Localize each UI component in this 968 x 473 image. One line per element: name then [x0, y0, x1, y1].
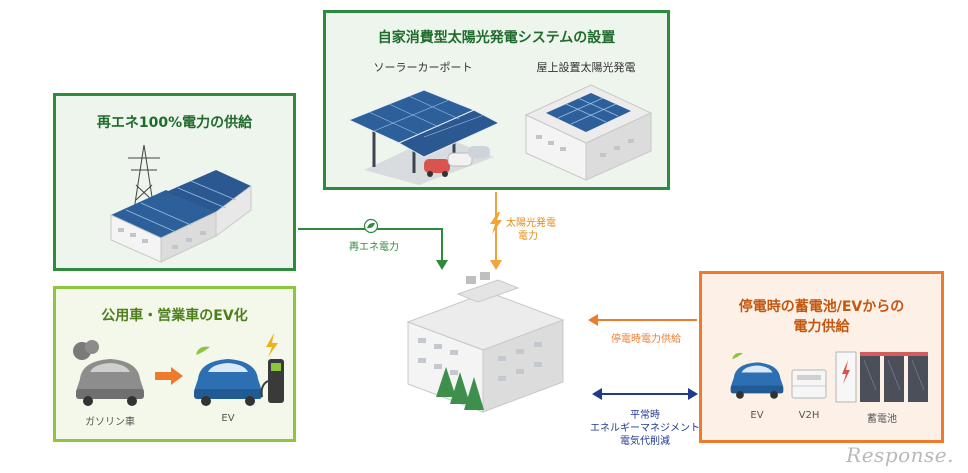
solar-system-box: 自家消費型太陽光発電システムの設置 ソーラーカーポート 屋上設置太陽光発電: [323, 10, 670, 190]
renewable-supply-title: 再エネ100%電力の供給: [96, 115, 253, 131]
ev-fleet-title: 公用車・営業車のEV化: [101, 308, 248, 324]
ev-charger-icon: [260, 333, 284, 403]
gasoline-car-icon: [73, 340, 144, 406]
storage-battery-icon: [835, 351, 928, 403]
normal-time-label: 平常時: [630, 410, 660, 421]
backup-power-title-line2: 電力供給: [793, 319, 850, 335]
storage-battery-label: 蓄電池: [867, 414, 897, 425]
renewable-power-arrow: [298, 228, 443, 262]
conversion-arrow-icon: [155, 367, 183, 385]
ev-fleet-box: 公用車・営業車のEV化 ガソリン車 EV: [53, 286, 296, 442]
factory-with-pylon-illustration: [110, 144, 252, 263]
gasoline-car-label: ガソリン車: [85, 417, 135, 428]
v2h-unit-icon: [791, 369, 827, 399]
backup-power-box: 停電時の蓄電池/EVからの 電力供給 EV V2H 蓄電池: [699, 271, 944, 443]
electricity-cost-reduction-label: 電気代削減: [620, 436, 670, 447]
lightning-icon: [490, 212, 502, 234]
response-watermark: Response.: [846, 443, 954, 467]
carport-label: ソーラーカーポート: [373, 61, 473, 74]
v2h-label: V2H: [798, 410, 820, 421]
ev-car-icon: [194, 346, 262, 406]
central-building-illustration: [406, 272, 565, 413]
solar-power-label-line2: 電力: [518, 231, 538, 242]
backup-ev-icon: [730, 352, 784, 399]
leaf-icon: [363, 218, 379, 234]
backup-power-title-line1: 停電時の蓄電池/EVからの: [738, 299, 905, 315]
backup-ev-label: EV: [750, 410, 764, 421]
ev-car-label: EV: [221, 413, 235, 424]
renewable-supply-box: 再エネ100%電力の供給: [53, 93, 296, 271]
solar-system-title: 自家消費型太陽光発電システムの設置: [377, 30, 616, 46]
energy-management-label: エネルギーマネジメント: [590, 423, 700, 434]
renewable-power-label: 再エネ電力: [349, 242, 399, 253]
rooftop-solar-illustration: [524, 84, 653, 181]
outage-supply-label: 停電時電力供給: [611, 334, 681, 345]
solar-carport-illustration: [347, 89, 501, 185]
solar-power-label-line1: 太陽光発電: [506, 218, 556, 229]
rooftop-label: 屋上設置太陽光発電: [536, 61, 636, 74]
